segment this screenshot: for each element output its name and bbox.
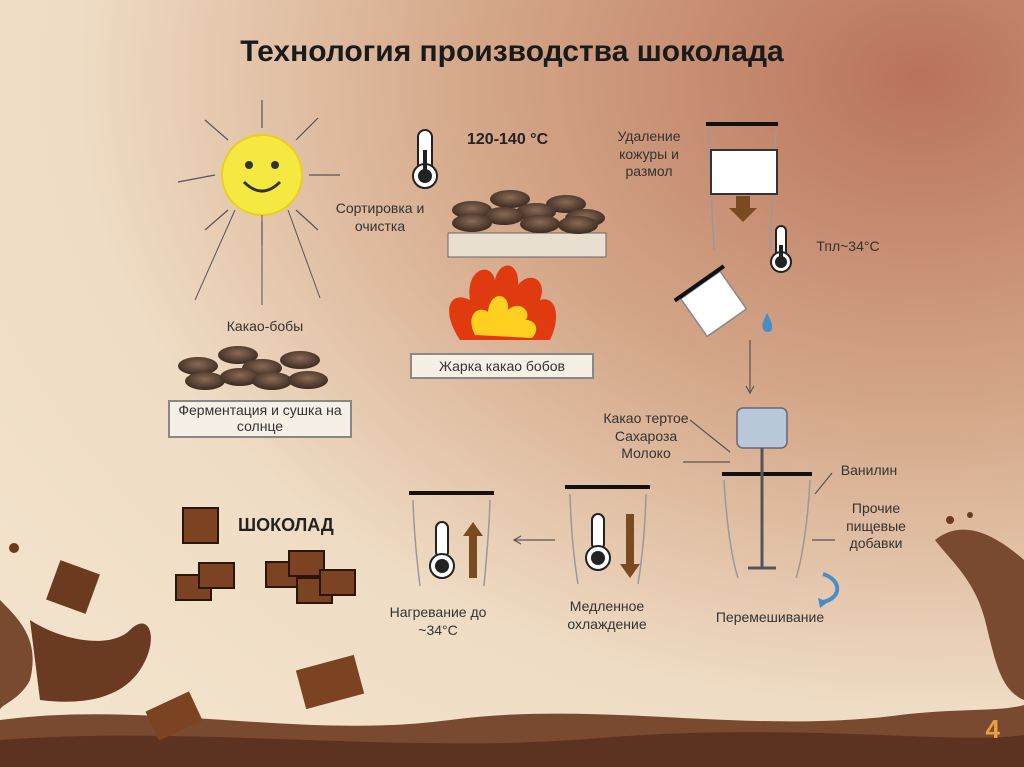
cocoa-beans-pile	[178, 346, 328, 390]
vanillin-label: Ванилин	[840, 462, 898, 478]
sorting-label: Сортировка и очистка	[335, 200, 425, 234]
roast-temperature: 120-140 °С	[467, 131, 549, 148]
cocoa-beans-label: Какао-бобы	[226, 318, 304, 334]
fermentation-box: Ферментация и сушка на солнце	[168, 400, 352, 438]
flow-arrows	[512, 340, 835, 545]
grinder-icon	[706, 122, 778, 251]
thermometer-icon	[412, 129, 438, 189]
sun-icon	[177, 100, 340, 305]
cooling-container	[565, 485, 650, 585]
additives-label: Прочие пищевые добавки	[846, 500, 906, 551]
roasting-tray	[447, 190, 607, 258]
heating-label: Нагревание до ~34°С	[389, 604, 487, 638]
mixing-tank	[722, 407, 840, 608]
roasting-box: Жарка какао бобов	[410, 353, 594, 379]
chocolate-wave-decoration	[0, 512, 1024, 767]
chocolate-label: ШОКОЛАД	[238, 515, 334, 535]
page-number: 4	[985, 714, 1000, 744]
thermometer-icon	[770, 225, 792, 273]
melting-temperature: Тпл~34°С	[816, 238, 880, 254]
cooling-label: Медленное охлаждение	[567, 598, 647, 632]
ingredients-label: Какао тертое Сахароза Молоко	[603, 410, 689, 461]
chocolate-pieces-icon	[175, 507, 356, 604]
peeling-label: Удаление кожуры и размол	[617, 128, 681, 179]
page-title: Технология производства шоколада	[240, 35, 784, 68]
mixing-label: Перемешивание	[715, 609, 825, 625]
heating-container	[409, 491, 494, 587]
flame-icon	[449, 265, 557, 340]
pouring-pot-icon	[673, 264, 773, 338]
